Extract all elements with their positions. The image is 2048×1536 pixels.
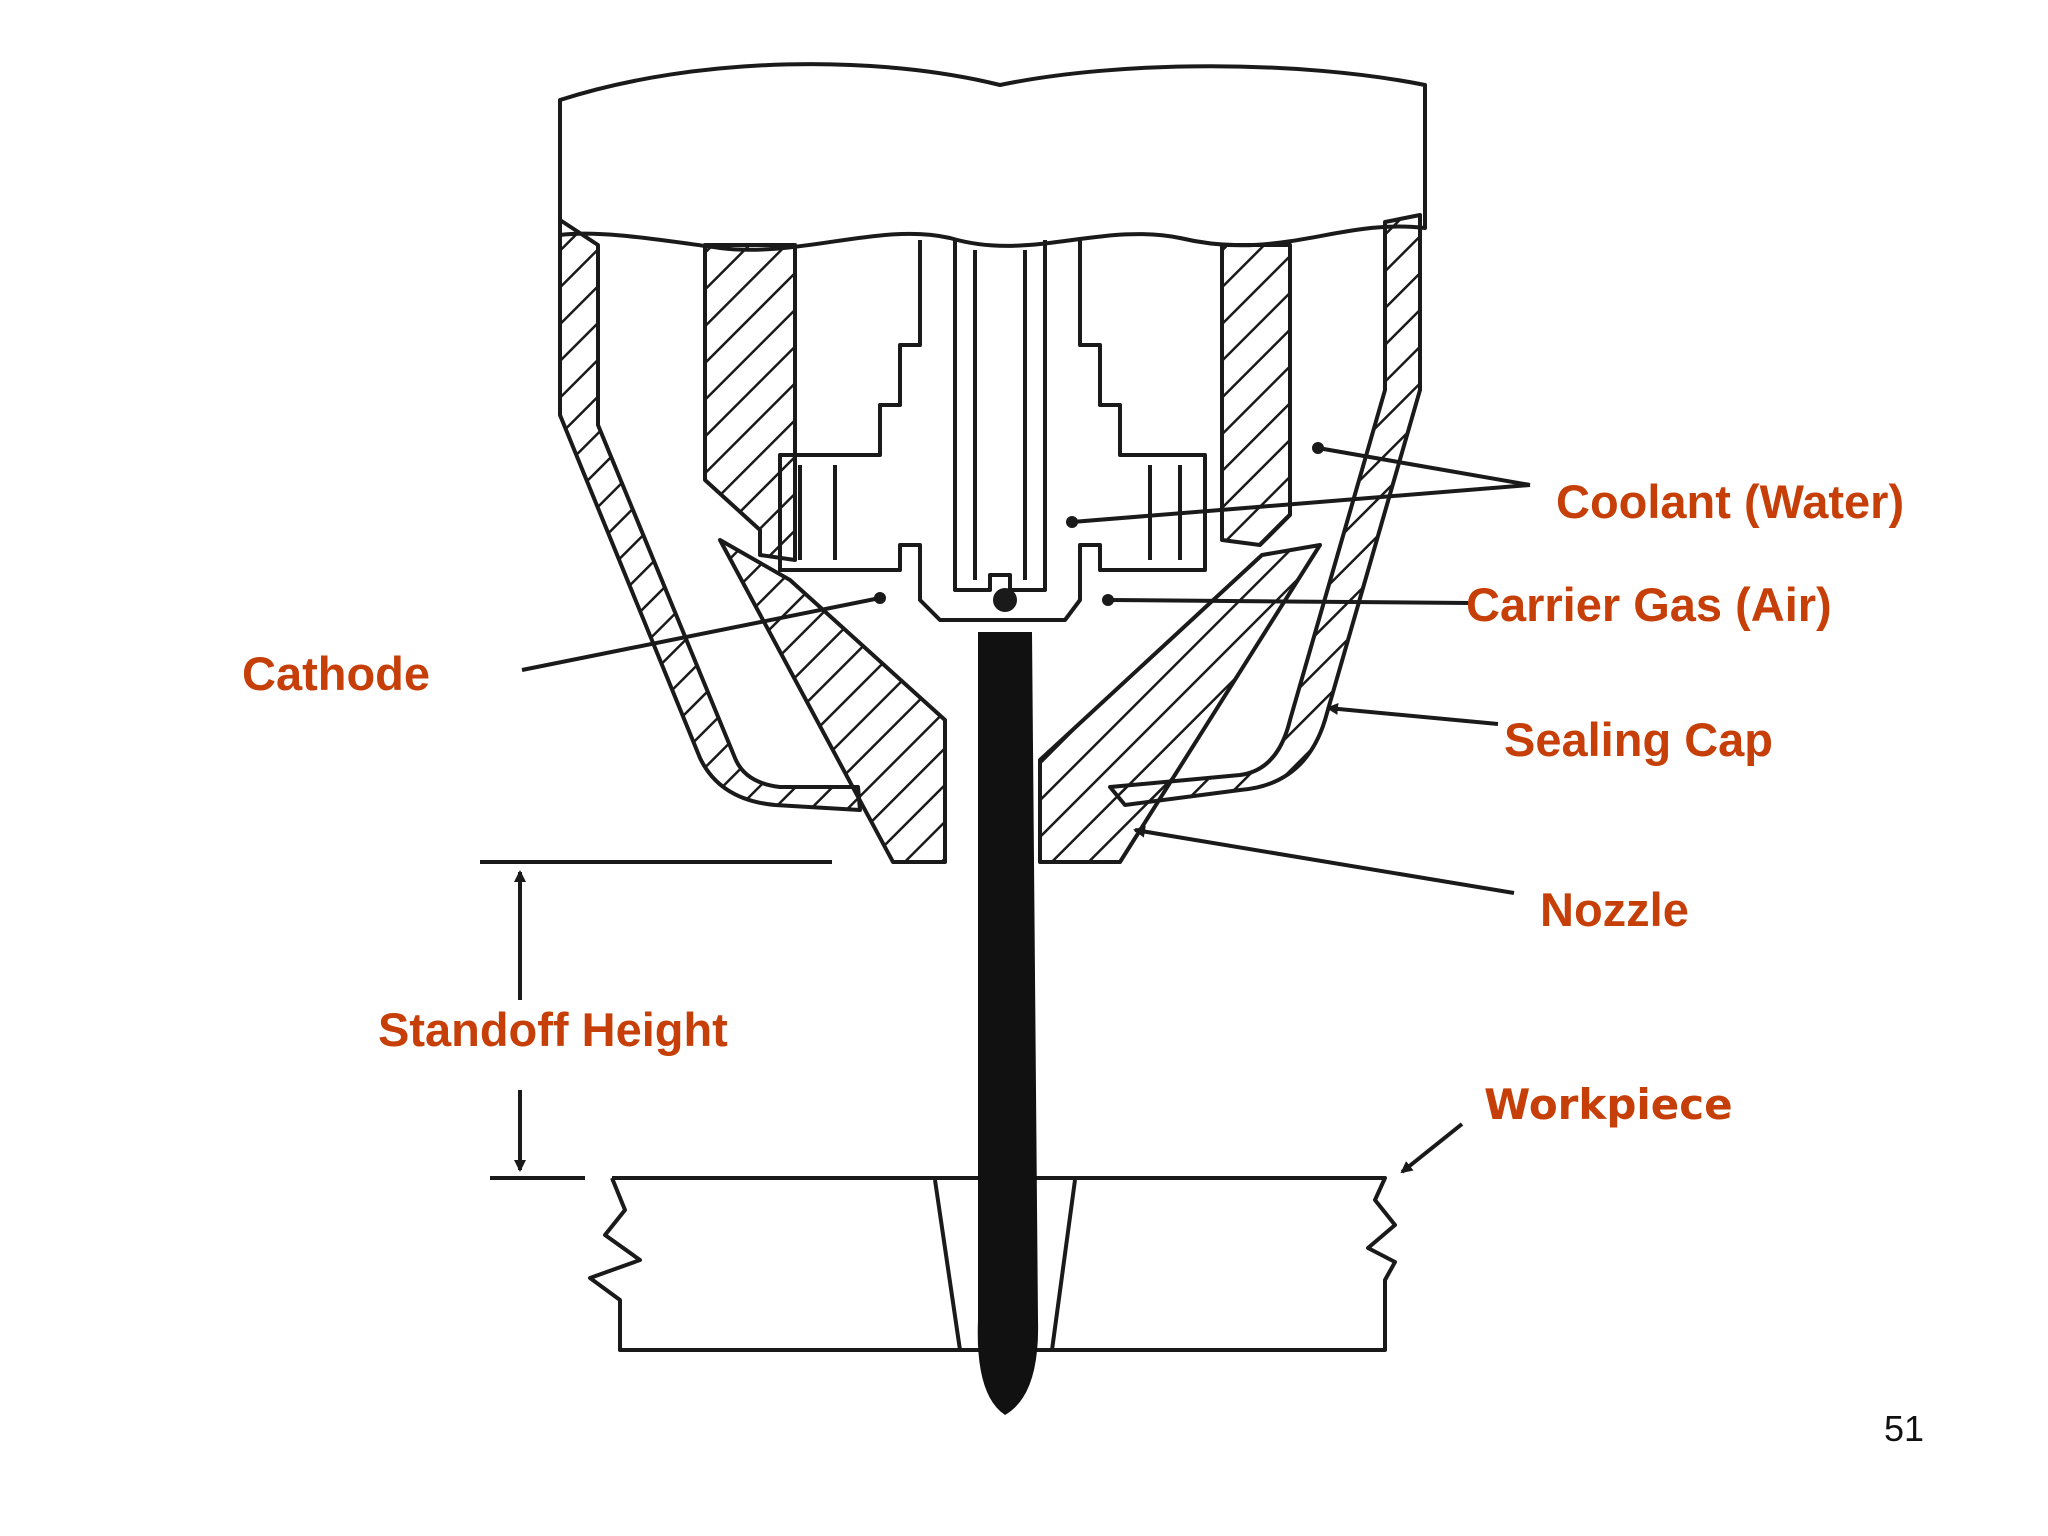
label-cathode: Cathode bbox=[242, 647, 430, 700]
leader-cathode bbox=[521, 596, 881, 672]
sealing-cap bbox=[558, 218, 862, 812]
plasma-arc bbox=[977, 632, 1039, 1415]
leader-coolant bbox=[1071, 483, 1531, 524]
leader-sealing-cap bbox=[1326, 702, 1499, 726]
label-nozzle: Nozzle bbox=[1540, 883, 1689, 936]
kerf-wall bbox=[933, 1179, 962, 1351]
leader-nozzle bbox=[1133, 825, 1515, 895]
label-carrier-gas: Carrier Gas (Air) bbox=[1466, 578, 1832, 631]
leader-carrier-gas bbox=[1107, 598, 1471, 605]
page-number: 51 bbox=[1883, 1408, 1924, 1449]
kerf-wall bbox=[1050, 1179, 1077, 1351]
workpiece bbox=[588, 1176, 1397, 1352]
cathode-holder bbox=[778, 240, 1207, 622]
leader-workpiece bbox=[1400, 1122, 1464, 1174]
label-standoff-height: Standoff Height bbox=[378, 1003, 728, 1056]
label-sealing-cap: Sealing Cap bbox=[1504, 713, 1774, 766]
nozzle bbox=[1038, 543, 1322, 864]
inner-wall bbox=[1220, 243, 1292, 547]
label-workpiece: Workpiece bbox=[1484, 1080, 1733, 1129]
label-coolant: Coolant (Water) bbox=[1556, 475, 1905, 528]
cathode-tip bbox=[993, 588, 1017, 612]
cathode bbox=[953, 240, 1047, 592]
leader-coolant bbox=[1317, 446, 1531, 487]
inner-wall bbox=[703, 243, 797, 562]
nozzle bbox=[718, 538, 947, 864]
torch-body bbox=[558, 62, 1427, 252]
